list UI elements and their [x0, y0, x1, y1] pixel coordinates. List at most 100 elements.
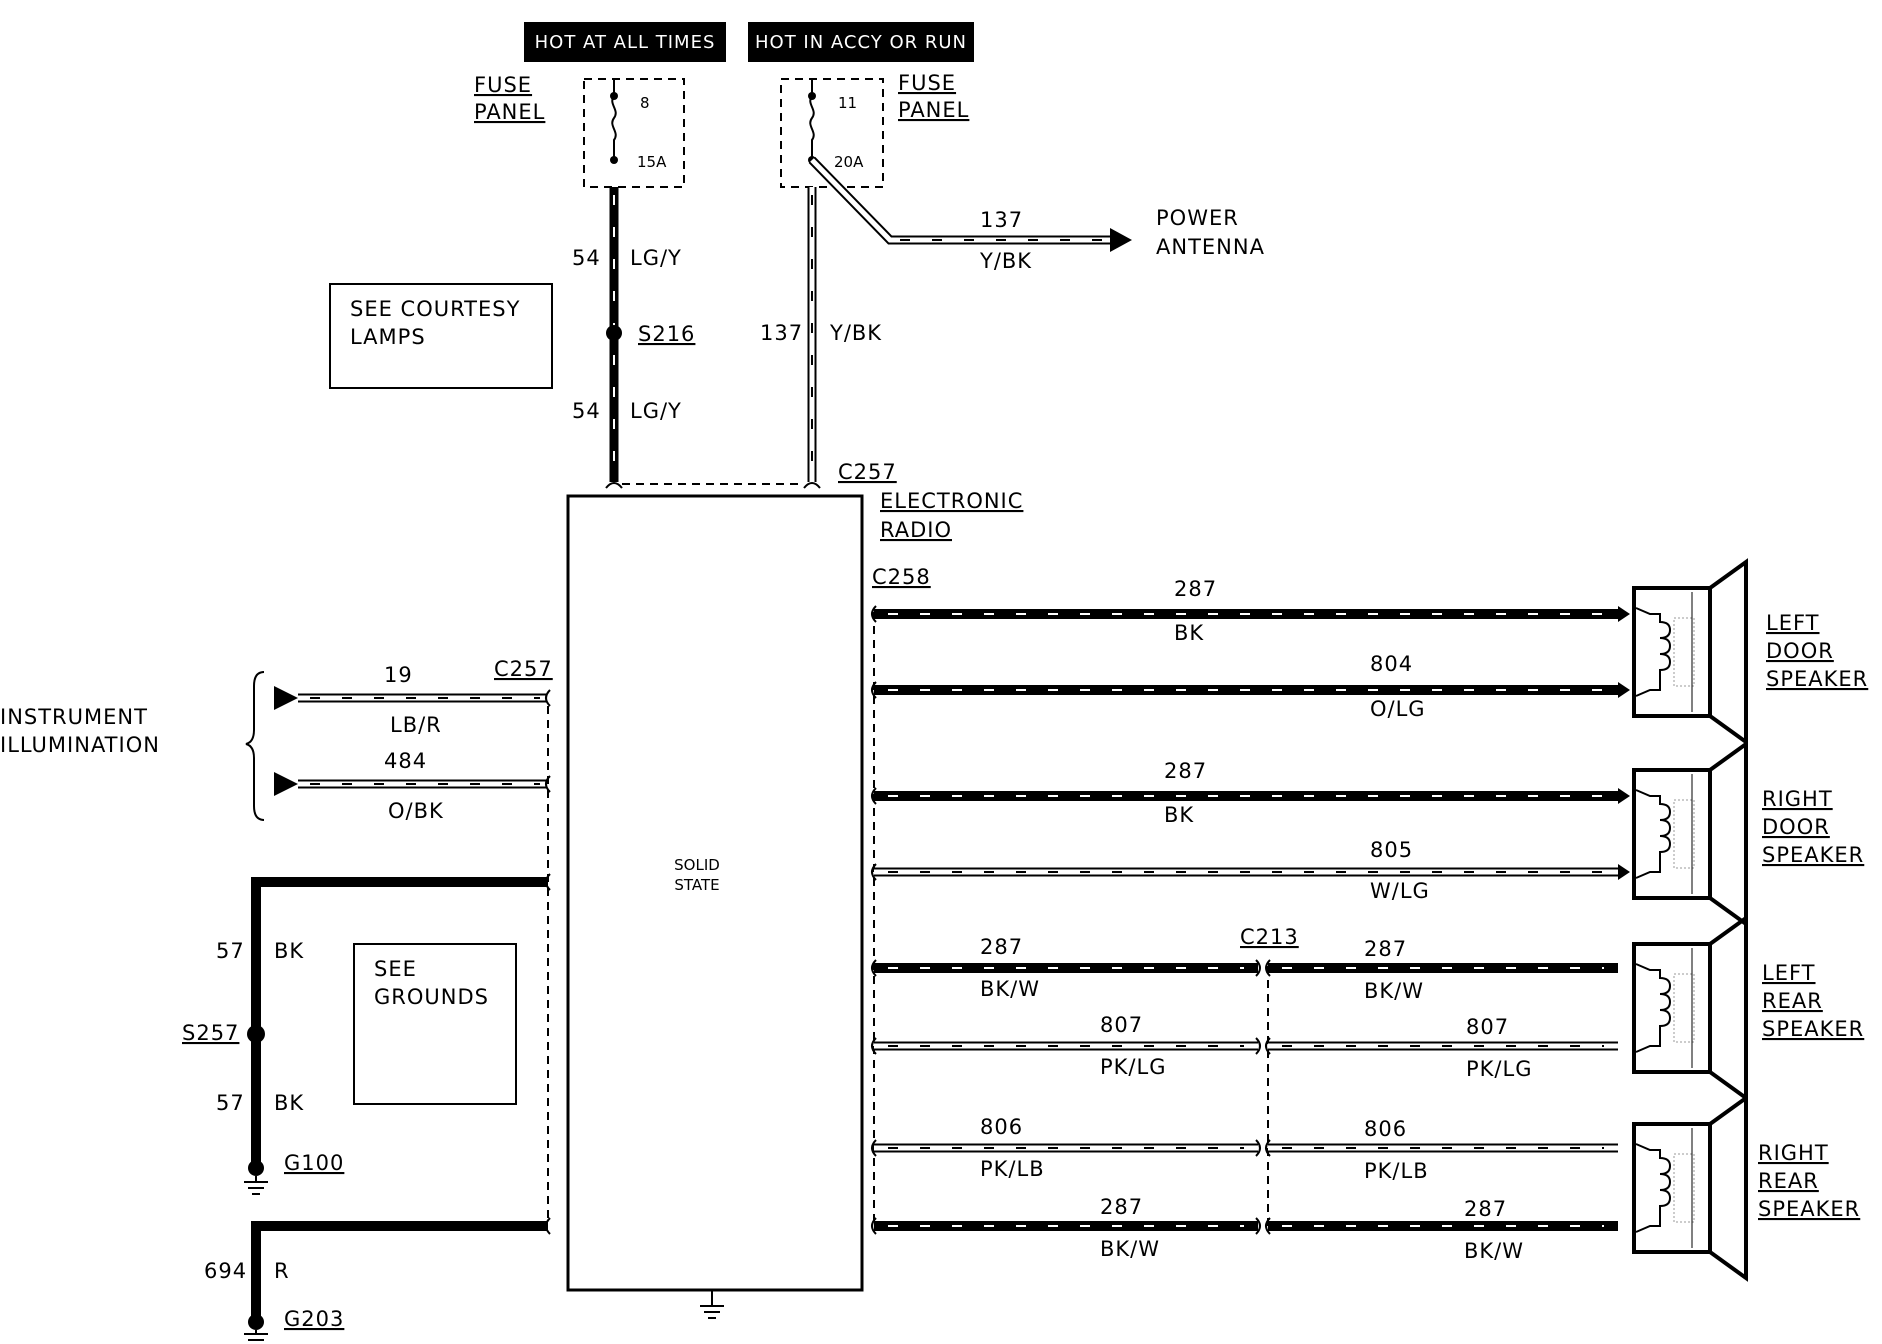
rf-287-color: BK [1164, 803, 1194, 827]
wire-lf-287-bk [871, 605, 1630, 623]
splice-s216-label: S216 [638, 322, 695, 346]
wire-rr-287-a [871, 1217, 1261, 1235]
lf-804-color: O/LG [1370, 697, 1426, 721]
left-door-speaker-line-3: SPEAKER [1766, 667, 1868, 691]
fuse-left-label-2: PANEL [474, 100, 545, 124]
fuse-panel-left: 8 15A FUSE PANEL [474, 73, 685, 188]
instrument-illum-line-1: INSTRUMENT [0, 705, 148, 729]
instrument-illum-line-2: ILLUMINATION [0, 733, 160, 757]
wire-rr-806-b [1265, 1139, 1618, 1157]
see-courtesy-lamps-box: SEE COURTESY LAMPS [329, 283, 553, 389]
fuse-right-number: 11 [838, 94, 857, 112]
wire-694-circuit: 694 [204, 1259, 247, 1283]
connector-c257-top [605, 482, 821, 489]
wire-57-upper-color: BK [274, 939, 304, 963]
fuse-right-label-1: FUSE [898, 71, 956, 95]
see-grounds-box: SEE GROUNDS [353, 943, 517, 1105]
power-antenna-line-1: POWER [1156, 206, 1239, 230]
right-door-speaker [1632, 740, 1748, 928]
lr-807-b-color: PK/LG [1466, 1057, 1532, 1081]
wire-137-power-antenna [808, 156, 1132, 252]
wire-54-lower-circuit: 54 [572, 399, 601, 423]
fuse-panel-right: 11 20A FUSE PANEL [780, 71, 969, 188]
ground-g203-label: G203 [284, 1307, 344, 1331]
wire-57-lower-color: BK [274, 1091, 304, 1115]
rr-806-a-circuit: 806 [980, 1115, 1023, 1139]
right-rear-speaker [1632, 1094, 1748, 1282]
connector-c257-left-label: C257 [494, 657, 553, 681]
courtesy-line-2: LAMPS [350, 325, 426, 349]
left-rear-speaker-line-3: SPEAKER [1762, 1017, 1864, 1041]
rr-287-a-color: BK/W [1100, 1237, 1160, 1261]
splice-s257-label: S257 [182, 1021, 239, 1045]
wire-484-obk [274, 772, 551, 796]
wire-54-lower-color: LG/Y [630, 399, 682, 423]
lr-287-a-color: BK/W [980, 977, 1040, 1001]
wire-rr-287-b [1265, 1217, 1618, 1235]
fuse-left-rating: 15A [637, 153, 667, 171]
electronic-radio: SOLID STATE [566, 494, 864, 1319]
wire-484-circuit: 484 [384, 749, 427, 773]
header-hot-in-accy-or-run: HOT IN ACCY OR RUN [748, 22, 974, 62]
rr-806-b-color: PK/LB [1364, 1159, 1429, 1183]
wire-137-circuit: 137 [760, 321, 803, 345]
left-door-speaker [1632, 558, 1748, 746]
wire-54-upper-circuit: 54 [572, 246, 601, 270]
speaker-wires [871, 605, 1630, 1235]
right-door-speaker-line-1: RIGHT [1762, 787, 1833, 811]
rf-805-color: W/LG [1370, 879, 1430, 903]
wire-54-lgy [606, 187, 622, 482]
connector-c258-label: C258 [872, 565, 931, 589]
wire-lr-287-a [871, 959, 1261, 977]
lr-807-a-circuit: 807 [1100, 1013, 1143, 1037]
instrument-illum-brace [245, 671, 265, 821]
left-rear-speaker [1632, 914, 1748, 1102]
fuse-left-label-1: FUSE [474, 73, 532, 97]
rr-287-b-circuit: 287 [1464, 1197, 1507, 1221]
right-door-speaker-line-2: DOOR [1762, 815, 1830, 839]
lr-287-b-color: BK/W [1364, 979, 1424, 1003]
splice-s216-dot [606, 325, 622, 341]
lr-287-a-circuit: 287 [980, 935, 1023, 959]
connector-c213-label: C213 [1240, 925, 1299, 949]
lr-807-a-color: PK/LG [1100, 1055, 1166, 1079]
left-rear-speaker-line-1: LEFT [1762, 961, 1816, 985]
rf-805-circuit: 805 [1370, 838, 1413, 862]
radio-inner-1: SOLID [674, 856, 720, 874]
lf-287-color: BK [1174, 621, 1204, 645]
power-antenna-line-2: ANTENNA [1156, 235, 1265, 259]
power-antenna-circuit: 137 [980, 208, 1023, 232]
left-rear-speaker-line-2: REAR [1762, 989, 1823, 1013]
wire-lf-804-olg [871, 681, 1630, 699]
header-hot-at-all-times: HOT AT ALL TIMES [524, 22, 726, 62]
radio-name-2: RADIO [880, 518, 952, 542]
wire-lr-807-b [1265, 1037, 1618, 1055]
courtesy-line-1: SEE COURTESY [350, 297, 520, 321]
wire-694-color: R [274, 1259, 290, 1283]
right-rear-speaker-line-1: RIGHT [1758, 1141, 1829, 1165]
fuse-right-rating: 20A [834, 153, 864, 171]
wire-19-color: LB/R [390, 713, 442, 737]
wire-137-color: Y/BK [829, 321, 882, 345]
wire-rf-287-bk [871, 787, 1630, 805]
fuse-right-label-2: PANEL [898, 98, 969, 122]
grounds-line-1: SEE [374, 957, 417, 981]
right-rear-speaker-line-3: SPEAKER [1758, 1197, 1860, 1221]
wire-rr-806-a [871, 1139, 1261, 1157]
wire-484-color: O/BK [388, 799, 444, 823]
right-door-speaker-line-3: SPEAKER [1762, 843, 1864, 867]
wire-rf-805-wlg [871, 863, 1630, 881]
lf-287-circuit: 287 [1174, 577, 1217, 601]
connector-c257-top-label: C257 [838, 460, 897, 484]
rr-806-b-circuit: 806 [1364, 1117, 1407, 1141]
lr-287-b-circuit: 287 [1364, 937, 1407, 961]
lf-804-circuit: 804 [1370, 652, 1413, 676]
left-door-speaker-line-1: LEFT [1766, 611, 1820, 635]
wire-19-circuit: 19 [384, 663, 413, 687]
radio-name-1: ELECTRONIC [880, 489, 1023, 513]
wire-57-bk [244, 873, 551, 1195]
header-hot-in-accy-text: HOT IN ACCY OR RUN [755, 32, 967, 53]
right-rear-speaker-line-2: REAR [1758, 1169, 1819, 1193]
rr-806-a-color: PK/LB [980, 1157, 1045, 1181]
